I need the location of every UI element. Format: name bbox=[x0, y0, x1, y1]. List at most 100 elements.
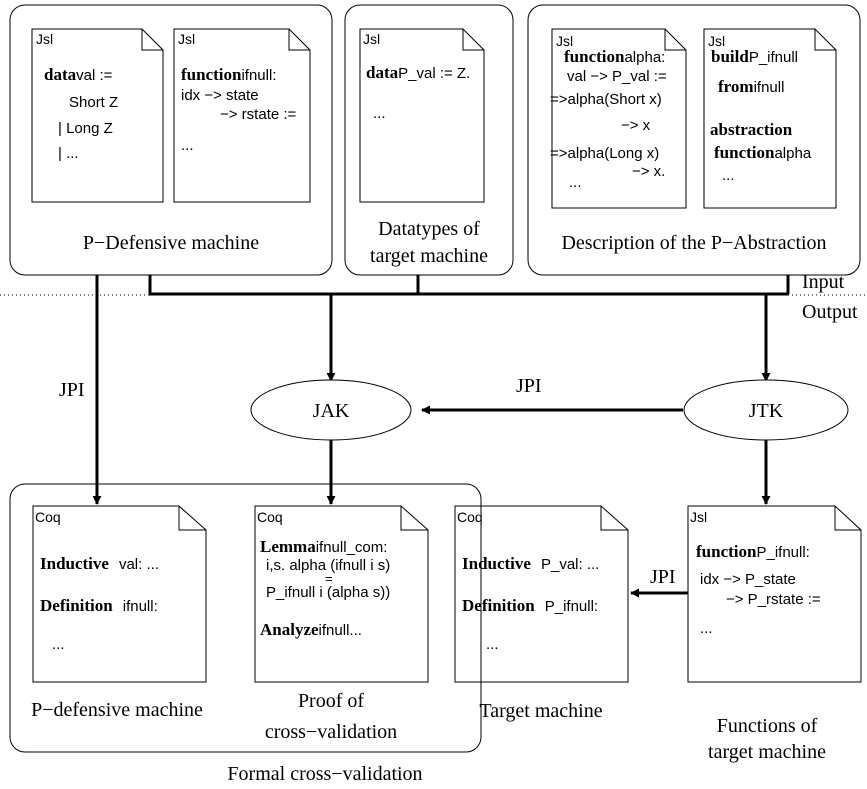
doc-d2-line4: ... bbox=[181, 137, 194, 154]
edge-label-jpi-right: JPI bbox=[650, 566, 676, 588]
group-datatypes-box bbox=[344, 4, 514, 276]
doc-d5 bbox=[703, 28, 837, 209]
doc-c2-rest1: ifnull_com: bbox=[316, 539, 388, 556]
doc-d4-line2: val −> P_val := bbox=[567, 68, 667, 85]
group-abstraction-box bbox=[527, 4, 861, 276]
doc-d5-line4: functionalpha bbox=[714, 143, 812, 162]
doc-c1-line1: Inductive val: ... bbox=[40, 554, 159, 573]
group-label-defensive: P−Defensive machine bbox=[83, 232, 259, 254]
group-defensive-box bbox=[9, 4, 333, 276]
doc-c3-rest2: P_ifnull: bbox=[545, 598, 598, 615]
doc-d2-line1: functionifnull: bbox=[181, 65, 277, 84]
group-label-datatypes-1: Datatypes of bbox=[378, 218, 480, 240]
doc-d4-line6: −> x. bbox=[632, 163, 665, 180]
doc-c2-line2: i,s. alpha (ifnull i s) bbox=[266, 557, 390, 574]
doc-d5-rest4: alpha bbox=[774, 145, 811, 162]
doc-d4-kw: function bbox=[564, 47, 625, 66]
doc-d1-tag: Jsl bbox=[36, 31, 53, 47]
doc-j6-line2: idx −> P_state bbox=[700, 571, 796, 588]
doc-d4-tag: Jsl bbox=[556, 33, 573, 49]
doc-d4-line5: =>alpha(Long x) bbox=[550, 145, 659, 162]
doc-d5-line5: ... bbox=[722, 167, 735, 184]
doc-c1-rest1: val: ... bbox=[119, 556, 159, 573]
doc-c2-tag: Coq bbox=[257, 509, 283, 525]
group-label-abstraction: Description of the P−Abstraction bbox=[561, 232, 826, 254]
doc-d3-line1: dataP_val := Z. bbox=[366, 63, 470, 82]
doc-c3-line2: Definition P_ifnull: bbox=[462, 596, 598, 615]
doc-d5-line1: buildP_ifnull bbox=[711, 47, 798, 66]
doc-c2 bbox=[254, 505, 429, 683]
doc-c3 bbox=[454, 505, 629, 683]
doc-c2-line1: Lemmaifnull_com: bbox=[260, 537, 387, 556]
doc-d3-kw: data bbox=[366, 63, 399, 82]
doc-d5-line3: abstraction bbox=[710, 120, 793, 139]
doc-d1-rest: val := bbox=[76, 67, 113, 84]
doc-d3-rest: P_val := Z. bbox=[398, 65, 470, 82]
doc-j6-tag: Jsl bbox=[690, 509, 707, 525]
doc-d4-rest: alpha: bbox=[624, 49, 665, 66]
caption-c3: Target machine bbox=[479, 700, 602, 722]
doc-d1-line2: Short Z bbox=[69, 94, 118, 111]
doc-c1-kw1: Inductive bbox=[40, 554, 109, 573]
doc-d4-line4: −> x bbox=[621, 117, 651, 134]
caption-c1: P−defensive machine bbox=[31, 699, 203, 721]
edge-label-jpi-left: JPI bbox=[59, 379, 85, 401]
doc-d5-rest1: P_ifnull bbox=[749, 49, 798, 66]
doc-c1-rest2: ifnull: bbox=[123, 598, 158, 615]
doc-d1 bbox=[31, 28, 164, 203]
doc-d2-tag: Jsl bbox=[178, 31, 195, 47]
node-jtk-label: JTK bbox=[749, 400, 784, 422]
doc-c3-line1: Inductive P_val: ... bbox=[462, 554, 599, 573]
doc-c2-line3: = bbox=[325, 571, 333, 586]
doc-d3-tag: Jsl bbox=[363, 31, 380, 47]
doc-d1-kw: data bbox=[44, 65, 77, 84]
doc-j6-line4: ... bbox=[700, 620, 713, 637]
doc-c3-kw2: Definition bbox=[462, 596, 535, 615]
doc-d4-line1: functionalpha: bbox=[564, 47, 665, 66]
edge-label-jpi-top: JPI bbox=[516, 375, 542, 397]
node-jtk bbox=[683, 379, 849, 441]
doc-j6-line3: −> P_rstate := bbox=[726, 591, 821, 608]
doc-d2-line2: idx −> state bbox=[181, 87, 259, 104]
doc-c1-tag: Coq bbox=[35, 509, 61, 525]
group-formal-box bbox=[9, 483, 482, 753]
doc-d4 bbox=[551, 28, 687, 209]
doc-c2-rest5: ifnull... bbox=[319, 622, 362, 639]
doc-c2-line5: Analyzeifnull... bbox=[260, 620, 362, 639]
doc-c3-rest1: P_val: ... bbox=[541, 556, 599, 573]
doc-c3-line3: ... bbox=[486, 636, 499, 653]
node-jak bbox=[250, 379, 412, 441]
caption-c2-2: cross−validation bbox=[265, 721, 397, 743]
doc-d2-rest: ifnull: bbox=[241, 67, 276, 84]
doc-d3-line2: ... bbox=[373, 105, 386, 122]
caption-j6-2: target machine bbox=[708, 741, 826, 763]
doc-d3 bbox=[359, 28, 485, 203]
doc-d1-line1: dataval := bbox=[44, 65, 113, 84]
doc-j6-line1: functionP_ifnull: bbox=[696, 542, 810, 561]
doc-d4-line7: ... bbox=[569, 174, 582, 191]
doc-d2 bbox=[173, 28, 311, 203]
doc-c1-line3: ... bbox=[52, 636, 65, 653]
doc-d5-line2: fromifnull bbox=[718, 77, 784, 96]
group-label-datatypes-2: target machine bbox=[370, 245, 488, 267]
io-label-output: Output bbox=[802, 301, 858, 323]
io-label-input: Input bbox=[802, 271, 845, 293]
doc-d2-kw: function bbox=[181, 65, 242, 84]
doc-j6-kw: function bbox=[696, 542, 757, 561]
caption-c2-1: Proof of bbox=[298, 690, 364, 712]
doc-d5-kw1: build bbox=[711, 47, 749, 66]
doc-c1-kw2: Definition bbox=[40, 596, 113, 615]
group-label-formal: Formal cross−validation bbox=[227, 763, 422, 785]
doc-d4-line3: =>alpha(Short x) bbox=[550, 91, 662, 108]
doc-c2-kw1: Lemma bbox=[260, 537, 316, 556]
doc-d5-rest2: ifnull bbox=[754, 79, 785, 96]
doc-j6 bbox=[687, 505, 862, 683]
doc-c3-kw1: Inductive bbox=[462, 554, 531, 573]
doc-d5-tag: Jsl bbox=[708, 33, 725, 49]
doc-d5-kw4: function bbox=[714, 143, 775, 162]
doc-d2-line3: −> rstate := bbox=[220, 106, 297, 123]
doc-d1-line3: | Long Z bbox=[58, 120, 113, 137]
doc-d1-line4: | ... bbox=[58, 145, 79, 162]
doc-c3-tag: Coq bbox=[457, 509, 483, 525]
